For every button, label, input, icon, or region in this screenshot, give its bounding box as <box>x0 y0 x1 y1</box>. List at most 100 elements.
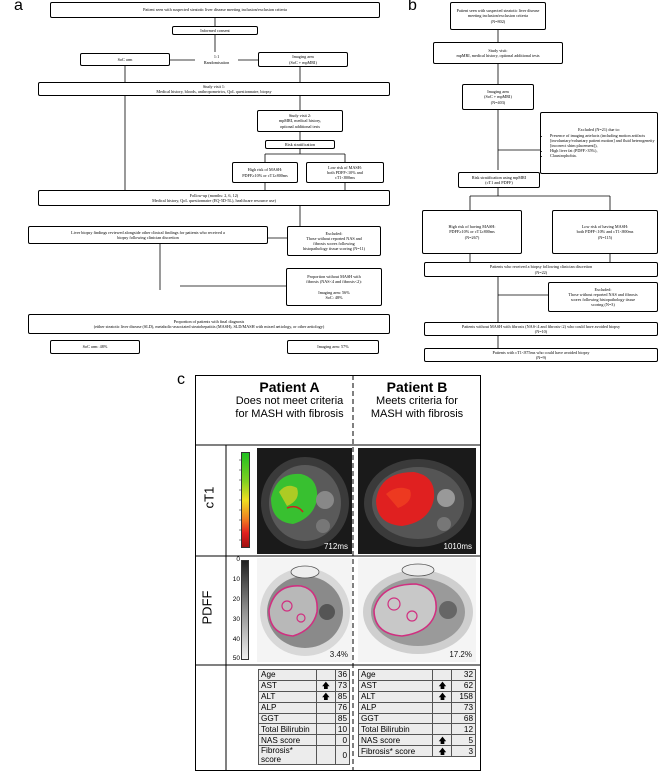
a-imaging-result-box: Imaging arm: 57% <box>287 340 379 354</box>
a-randomisation: 1:1 Randomisation <box>195 52 238 67</box>
a-imaging-result: Imaging arm: 57% <box>317 344 349 350</box>
lab-name: Total Bilirubin <box>258 723 317 736</box>
a-soc-arm: SoC arm <box>117 56 133 62</box>
b-risk: Risk stratification using mpMRI (cT1 and… <box>471 174 527 185</box>
patient-a-pdff-liver <box>260 565 350 656</box>
b-visit-box: Study visit: mpMRI, medical history, opt… <box>433 42 563 64</box>
lab-value: 76 <box>334 701 351 714</box>
lab-name: ALT <box>357 690 434 703</box>
up-arrow-icon <box>315 669 336 681</box>
pdff-tick: 0 <box>236 556 240 563</box>
lab-name: GGT <box>258 712 317 725</box>
up-arrow-icon: 🡅 <box>432 679 453 692</box>
lab-row: ALP 76 <box>258 701 351 714</box>
lab-value: 3 <box>451 745 476 758</box>
lab-name: Age <box>357 669 434 681</box>
a-biopsy-review: Liver biopsy findings reviewed alongside… <box>71 229 225 240</box>
a-title-box: Patient seen with suspected steatotic li… <box>50 2 380 18</box>
patient-a-name: Patient A <box>259 379 320 395</box>
a-title: Patient seen with suspected steatotic li… <box>143 7 287 13</box>
patient-b-pdff-image: 17.2% <box>358 558 476 662</box>
lab-name: ALP <box>357 701 434 714</box>
a-consent: Informed consent <box>200 27 230 33</box>
a-risk-box: Risk stratification <box>265 140 335 149</box>
pdff-tick: 20 <box>232 596 240 603</box>
lab-row: ALT🡅158 <box>357 690 476 703</box>
patient-a-pdff-image: 3.4% <box>257 558 352 662</box>
b-excluded2-box: Excluded: Those without reported NAS and… <box>548 282 658 312</box>
lab-row: AST🡅73 <box>258 679 351 692</box>
lab-value: 73 <box>451 701 476 714</box>
patient-a-ct1-value: 712ms <box>323 542 348 551</box>
pdff-tick: 30 <box>232 616 240 623</box>
b-ct1-875-box: Patients with cT1<875ms who could have a… <box>424 348 658 362</box>
a-high-risk: High risk of MASH: PDFF≥10% or cT1≥800ms <box>242 167 288 178</box>
b-excluded-title: Excluded (N=21) due to: <box>578 127 620 133</box>
lab-name: ALT <box>258 690 317 703</box>
patient-b-ct1-liver <box>364 459 472 547</box>
a-imaging-arm-box: Imaging arm (SoC + mpMRI) <box>258 52 348 67</box>
panel-a-label: a <box>14 0 23 14</box>
lab-name: AST <box>357 679 434 692</box>
b-biopsy: Patients who received a biopsy following… <box>489 264 593 275</box>
b-excluded-list: Presence of imaging artefacts (including… <box>543 133 655 159</box>
up-arrow-icon <box>315 701 336 714</box>
b-visit: Study visit: mpMRI, medical history, opt… <box>456 47 540 58</box>
patient-b-subtitle: Meets criteria for MASH with fibrosis <box>370 395 464 420</box>
b-excluded-box: Excluded (N=21) due to: Presence of imag… <box>540 112 658 174</box>
up-arrow-icon <box>432 723 453 736</box>
lab-value: 5 <box>451 734 476 747</box>
a-biopsy-review-box: Liver biopsy findings reviewed alongside… <box>28 226 268 244</box>
lab-row: AST🡅62 <box>357 679 476 692</box>
a-visit2: Study visit 2: mpMRI, medical history, o… <box>278 113 322 129</box>
a-followup-box: Follow-up (months: 2, 6, 12) Medical his… <box>38 190 390 206</box>
b-ct1-875: Patients with cT1<875ms who could have a… <box>492 349 590 360</box>
a-visit2-box: Study visit 2: mpMRI, medical history, o… <box>257 110 343 132</box>
up-arrow-icon: 🡅 <box>315 690 336 703</box>
b-without-mash-box: Patients without MASH with fibrosis (NAS… <box>424 322 658 336</box>
patient-a-pdff-value: 3.4% <box>329 650 348 659</box>
b-title: Patient seen with suspected steatotic li… <box>456 8 540 24</box>
a-high-risk-box: High risk of MASH: PDFF≥10% or cT1≥800ms <box>232 162 298 183</box>
lab-name: ALP <box>258 701 317 714</box>
patient-a-ct1-liver <box>261 457 349 549</box>
lab-value: 73 <box>334 679 351 692</box>
pdff-tick: 10 <box>232 576 240 583</box>
b-imaging-arm: Imaging arm (SoC + mpMRI) (N=403) <box>484 89 512 105</box>
up-arrow-icon <box>432 712 453 725</box>
lab-value: 85 <box>334 690 351 703</box>
a-low-risk-box: Low risk of MASH: both PDFF<10% and cT1<… <box>306 162 384 183</box>
b-excluded-item: Claustrophobia. <box>550 153 655 158</box>
pdff-tick: 40 <box>232 636 240 643</box>
a-proportion-without-box: Proportion without MASH with fibrosis (N… <box>286 268 382 306</box>
b-high-risk-box: High risk of having MASH: PDFF≥10% or cT… <box>422 210 522 254</box>
b-high-risk: High risk of having MASH: PDFF≥10% or cT… <box>448 224 496 240</box>
a-low-risk: Low risk of MASH: both PDFF<10% and cT1<… <box>327 164 363 181</box>
b-imaging-arm-box: Imaging arm (SoC + mpMRI) (N=403) <box>462 84 534 110</box>
up-arrow-icon <box>432 701 453 714</box>
up-arrow-icon <box>432 669 453 681</box>
lab-row: ALT🡅85 <box>258 690 351 703</box>
patient-a-ct1-image: 712ms <box>257 448 352 554</box>
up-arrow-icon: 🡅 <box>432 745 453 758</box>
panel-b-label: b <box>408 0 417 14</box>
lab-row: GGT 85 <box>258 712 351 725</box>
patient-b-ct1-image: 1010ms <box>358 448 476 554</box>
up-arrow-icon <box>315 734 336 747</box>
a-consent-box: Informed consent <box>172 26 258 35</box>
b-low-risk: Low risk of having MASH: both PDFF<10% a… <box>576 224 634 240</box>
lab-name: AST <box>258 679 317 692</box>
b-risk-box: Risk stratification using mpMRI (cT1 and… <box>458 172 540 188</box>
lab-value: 0 <box>334 745 351 766</box>
lab-row: NAS score🡅5 <box>357 734 476 747</box>
a-visit1-box: Study visit 1: Medical history, bloods, … <box>38 82 390 96</box>
a-soc-arm-box: SoC arm <box>80 53 170 66</box>
lab-row: ALP 73 <box>357 701 476 714</box>
lab-value: 36 <box>334 669 351 681</box>
panel-c-label: c <box>177 371 185 388</box>
lab-value: 85 <box>334 712 351 725</box>
